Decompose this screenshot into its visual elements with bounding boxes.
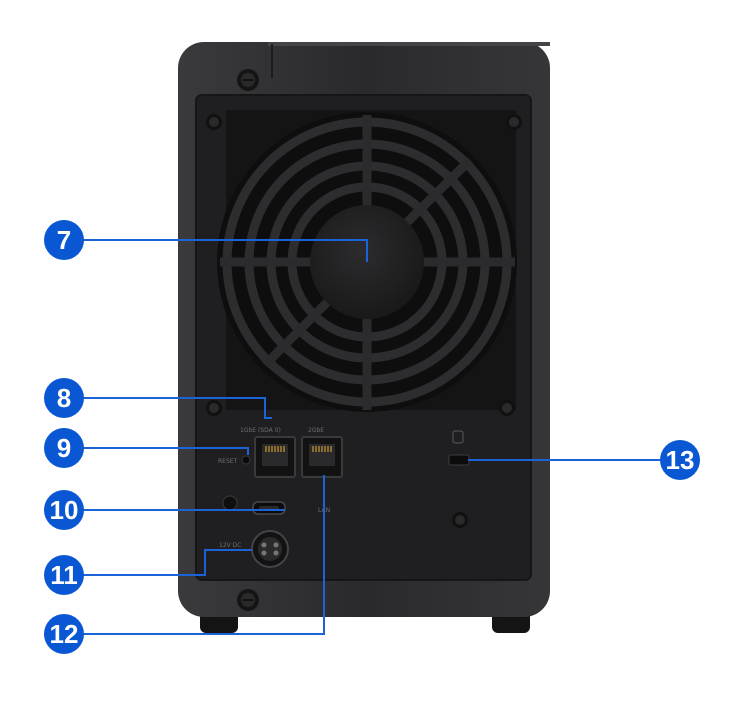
callout-7-number: 7 [57, 225, 71, 255]
leader-line-7 [82, 239, 368, 262]
callout-12: 12 [44, 614, 84, 654]
case-screw-top-icon [237, 69, 259, 91]
panel-screw-mid-left-icon [206, 400, 222, 416]
lan1-port-label: 1GbE (SDA 0) [240, 427, 281, 434]
callout-8: 8 [44, 378, 84, 418]
callout-13-number: 13 [666, 445, 695, 475]
power-label: 12V DC [219, 542, 241, 549]
callout-9-number: 9 [57, 433, 71, 463]
callout-12-number: 12 [50, 619, 79, 649]
lan-port-1 [254, 436, 296, 478]
fan [217, 110, 517, 412]
callout-9: 9 [44, 428, 84, 468]
lan2-port-label: 2GbE [308, 427, 324, 434]
callout-13: 13 [660, 440, 700, 480]
chassis-top-seam [268, 42, 550, 46]
leader-line-8 [82, 397, 272, 419]
leader-line-12 [82, 475, 325, 635]
callout-8-number: 8 [57, 383, 71, 413]
power-port [251, 530, 289, 568]
leader-line-9 [82, 447, 249, 455]
callout-10: 10 [44, 490, 84, 530]
security-slot [448, 430, 470, 466]
reset-button [241, 455, 251, 465]
panel-screw-lower-right-icon [452, 512, 468, 528]
callout-7: 7 [44, 220, 84, 260]
reset-label: RESET [218, 458, 238, 465]
case-screw-bottom-icon [237, 589, 259, 611]
callout-11: 11 [44, 555, 84, 595]
callout-11-number: 11 [50, 560, 78, 590]
panel-screw-mid-right-icon [499, 400, 515, 416]
lan-port-2 [301, 436, 343, 478]
panel-screw-top-right-icon [506, 114, 522, 130]
leader-lines [82, 239, 662, 635]
callout-10-number: 10 [50, 495, 79, 525]
leader-line-11 [82, 549, 252, 576]
panel-screw-top-left-icon [206, 114, 222, 130]
